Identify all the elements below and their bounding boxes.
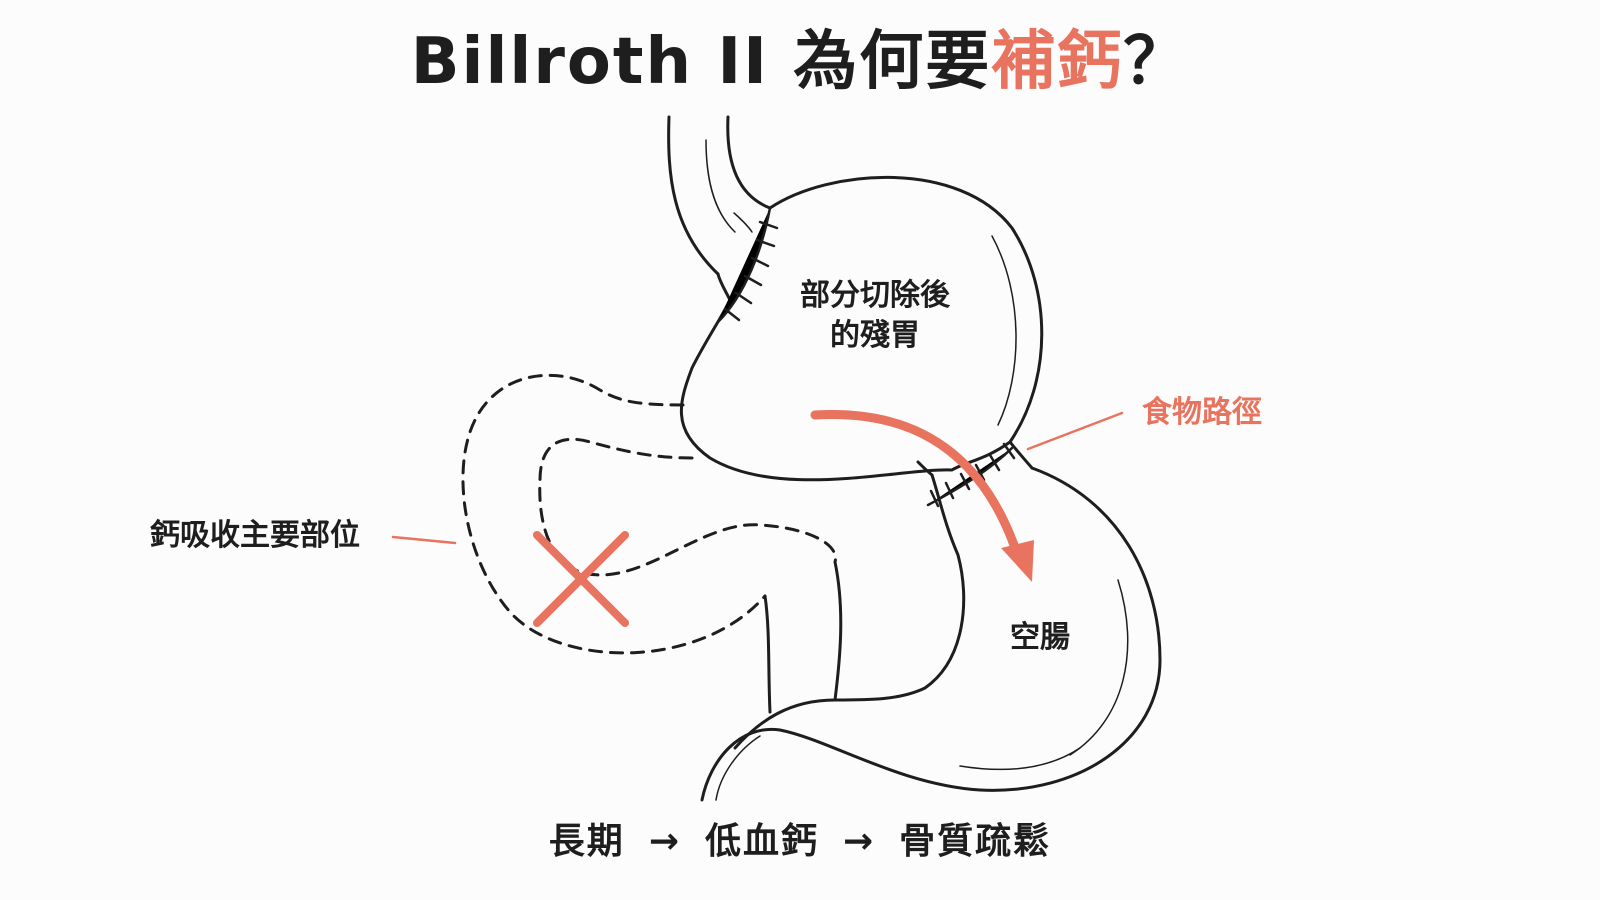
staple-mark [988, 453, 1001, 472]
staple-mark [929, 489, 940, 508]
remnant-stomach-outline [679, 175, 1044, 482]
footer-step-osteoporosis: 骨質疏鬆 [899, 821, 1052, 862]
footer-step-long-term: 長期 [548, 821, 625, 862]
staple-mark [743, 274, 763, 287]
esophagus-left-wall [667, 115, 720, 276]
staple-mark [723, 307, 741, 322]
calcium-site-leader-line [391, 535, 457, 545]
jejunum-outer [700, 466, 1162, 802]
staple-mark [1002, 442, 1016, 460]
footer-step-hypocalcemia: 低血鈣 [704, 821, 819, 862]
food-path-leader-line [1026, 411, 1124, 451]
remnant-stomach-label: 部分切除後 的殘胃 [780, 276, 970, 356]
food-path-label: 食物路徑 [1142, 395, 1262, 430]
curved-arrow-icon [810, 409, 1034, 582]
calcium-absorption-site-label: 鈣吸收主要部位 [150, 518, 360, 553]
food-path-arrowhead [1001, 540, 1034, 582]
jejunum-label: 空腸 [1010, 620, 1070, 655]
anastomosis-connector [1008, 440, 1034, 470]
jejunum-inner [733, 473, 966, 750]
footer-arrow-icon: → [843, 821, 876, 862]
bypassed-duodenum-inner [538, 437, 837, 577]
title-suffix: ？ [1123, 25, 1190, 99]
staple-mark [750, 256, 770, 268]
staple-mark [944, 481, 955, 500]
staple-line-upper [716, 206, 772, 324]
food-path-arrow [810, 409, 1019, 550]
title-highlight: 補鈣 [991, 25, 1124, 99]
consequence-footer: 長期 → 低血鈣 → 骨質疏鬆 [0, 812, 1600, 864]
afferent-limb [833, 560, 843, 702]
footer-arrow-icon: → [648, 821, 681, 862]
remnant-stomach-label-line2: 的殘胃 [830, 318, 920, 353]
staple-mark [755, 238, 776, 248]
bypassed-duodenum-outer [461, 373, 767, 655]
title-prefix: Billroth II 為何要 [410, 25, 992, 99]
jejunum-bottom-inner-line [715, 735, 761, 801]
staple-mark [734, 291, 753, 305]
staple-mark [959, 472, 971, 491]
esophagus-right-wall [726, 115, 772, 210]
stomach-inner-line-2 [733, 212, 753, 233]
stomach-inner-line [991, 235, 1017, 426]
staple-mark [974, 463, 986, 482]
jejunum-loop-inner-line [1069, 579, 1129, 756]
jejunum-loop-inner-line-2 [959, 747, 1081, 771]
staple-mark [758, 220, 779, 230]
esophagus-inner-line [705, 139, 736, 233]
x-cross-icon [533, 531, 629, 627]
efferent-limb [763, 594, 772, 714]
remnant-stomach-label-line1: 部分切除後 [800, 278, 950, 313]
page-title: Billroth II 為何要補鈣？ [0, 22, 1600, 102]
anastomosis-connector-2 [916, 460, 934, 477]
